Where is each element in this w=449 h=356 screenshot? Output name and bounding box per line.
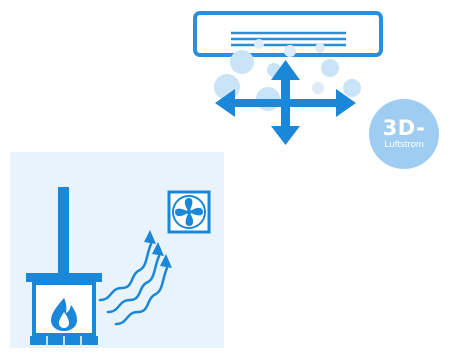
exhaust-fan-icon (169, 192, 209, 232)
